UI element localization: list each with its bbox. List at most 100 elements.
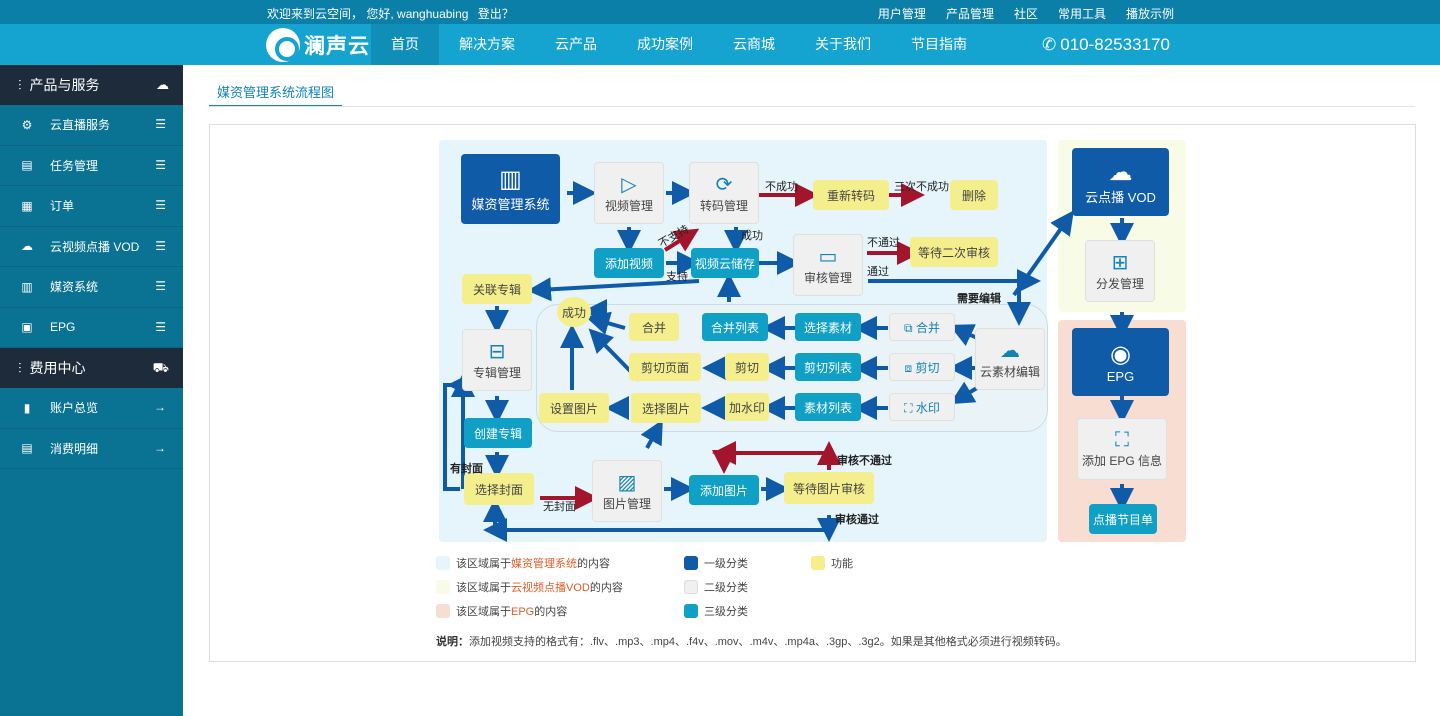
legend-level1: 一级分类 [684,555,748,571]
legend-text: 该区域属于 [456,606,511,618]
sliders-icon: ⫶ [18,359,22,376]
box-label: 分发管理 [1095,277,1144,291]
menu-icon: ☰ [155,319,166,334]
swatch [436,556,450,570]
nav-program-guide[interactable]: 节目指南 [911,36,967,52]
box-album-mgmt: ⊟ 专辑管理 [462,329,532,391]
logo[interactable]: 澜声云 [266,28,370,62]
box-label: 审核管理 [803,271,852,285]
notebook-icon: ▮ [23,400,31,415]
sidebar-section-billing[interactable]: ⫶ 费用中心 ⛟ [0,348,183,388]
box-merge-list: 合并列表 [702,313,768,341]
box-vod: ☁ 云点播 VOD [1072,148,1169,216]
box-watermark-tool: ⛶ 水印 [889,393,955,421]
phone-icon: ✆ [1042,35,1057,54]
legend-text: 三级分类 [704,606,748,618]
watermark-icon: ⛶ [904,400,916,415]
box-label: 水印 [915,400,940,415]
top-link-community[interactable]: 社区 [1013,7,1038,21]
note-label: 说明： [436,636,469,648]
logo-icon [266,28,300,62]
logo-text: 澜声云 [304,35,370,58]
box-cut-page: 剪切页面 [629,353,701,381]
cart-icon: ⛟ [152,360,169,375]
swatch [684,604,698,618]
box-label: 剪切 [915,360,940,375]
legend-level2: 二级分类 [684,579,748,595]
nav-solutions[interactable]: 解决方案 [459,36,515,52]
box-label: EPG [1106,369,1135,384]
box-review-mgmt: ▭ 审核管理 [793,234,863,296]
arrow-right-icon: → [154,400,166,414]
legend-text: 该区域属于 [456,582,511,594]
top-link-user-mgmt[interactable]: 用户管理 [877,7,926,21]
box-label: 图片管理 [602,497,651,511]
box-wait-second-review: 等待二次审核 [910,237,998,267]
legend-text: 二级分类 [704,582,748,594]
top-link-tools[interactable]: 常用工具 [1057,7,1106,21]
sidebar-item-expenses[interactable]: ▤ 消费明细 → [0,429,183,469]
sidebar-item-vod[interactable]: ☁ 云视频点播 VOD ☰ [0,227,183,267]
main-nav: 首页 解决方案 云产品 成功案例 云商城 关于我们 节目指南 [371,24,987,65]
box-cloud-storage: 视频云储存 [691,248,759,278]
nav-home[interactable]: 首页 [371,24,439,65]
main-header: 澜声云 首页 解决方案 云产品 成功案例 云商城 关于我们 节目指南 ✆ 010… [0,24,1440,65]
legend-text: 的内容 [534,606,568,618]
cloud-edit-icon: ☁ [1000,340,1020,362]
sidebar-item-live[interactable]: ⚙ 云直播服务 ☰ [0,105,183,146]
nav-about[interactable]: 关于我们 [815,36,871,52]
label-fail-three: 三次不成功 [894,181,949,193]
menu-icon: ☰ [155,198,166,212]
menu-icon: ☰ [155,117,166,131]
sidebar-section-products[interactable]: ⫶ 产品与服务 ☁ [0,65,183,105]
gear-icon: ⚙ [21,117,33,132]
list-icon: ▤ [21,441,33,456]
legend-area-vod: 该区域属于云视频点播VOD的内容 [436,579,623,595]
tab-divider [209,106,1415,107]
legend-highlight: EPG [511,606,535,618]
legend-area-mam: 该区域属于媒资管理系统的内容 [436,555,610,571]
nav-cloud-products[interactable]: 云产品 [555,36,597,52]
box-vod-program-list: 点播节目单 [1089,504,1157,534]
flowchart-panel: ▥ 媒资管理系统 ▷ 视频管理 ⟳ 转码管理 重新转码 删除 添加视频 视频云储… [209,124,1416,662]
sliders-icon: ⫶ [18,76,22,93]
label-review-fail: 审核不通过 [837,455,892,467]
layout-icon: ▥ [499,166,522,193]
nav-cases[interactable]: 成功案例 [637,36,693,52]
format-note: 说明：添加视频支持的格式有：.flv、.mp3、.mp4、.f4v、.mov、.… [436,633,1067,649]
sidebar-item-label: 消费明细 [50,441,99,456]
sidebar-item-account[interactable]: ▮ 账户总览 → [0,388,183,429]
box-image-mgmt: ▨ 图片管理 [592,460,662,522]
document-icon: ▦ [21,198,33,213]
cloud-download-icon: ☁ [156,77,169,92]
legend-text: 该区域属于 [456,558,511,570]
box-add-epg-info: ⛶ 添加 EPG 信息 [1077,418,1167,480]
box-label: 视频管理 [604,199,653,213]
section-title: 费用中心 [29,360,86,376]
sidebar-item-orders[interactable]: ▦ 订单 ☰ [0,186,183,227]
legend-level3: 三级分类 [684,603,748,619]
image-icon: ▨ [617,472,637,494]
sidebar-item-tasks[interactable]: ▤ 任务管理 ☰ [0,146,183,186]
welcome-text: 欢迎来到云空间， 您好, wanghuabing 登出？ [267,5,514,22]
box-cut-list: 剪切列表 [795,353,861,381]
expand-icon: ⛶ [1115,429,1129,451]
sidebar-item-mam[interactable]: ▥ 媒资系统 ☰ [0,267,183,308]
box-add-video: 添加视频 [594,248,664,278]
logout-link[interactable]: 登出？ [477,7,514,21]
box-add-watermark: 加水印 [725,393,769,421]
box-material-list: 素材列表 [795,393,861,421]
box-delete: 删除 [950,180,998,210]
menu-icon: ☰ [155,238,166,253]
sidebar-item-epg[interactable]: ▣ EPG ☰ [0,308,183,348]
nav-store[interactable]: 云商城 [733,36,775,52]
merge-icon: ⧉ [904,320,916,335]
label-success: 成功 [741,230,763,242]
album-icon: ⊟ [488,341,506,363]
cut-icon: ⧈ [904,360,916,375]
top-link-product-mgmt[interactable]: 产品管理 [945,7,994,21]
swatch [684,580,698,594]
top-link-demo[interactable]: 播放示例 [1125,7,1174,21]
tab-mam-flowchart[interactable]: 媒资管理系统流程图 [209,78,343,107]
box-add-image: 添加图片 [689,475,759,505]
